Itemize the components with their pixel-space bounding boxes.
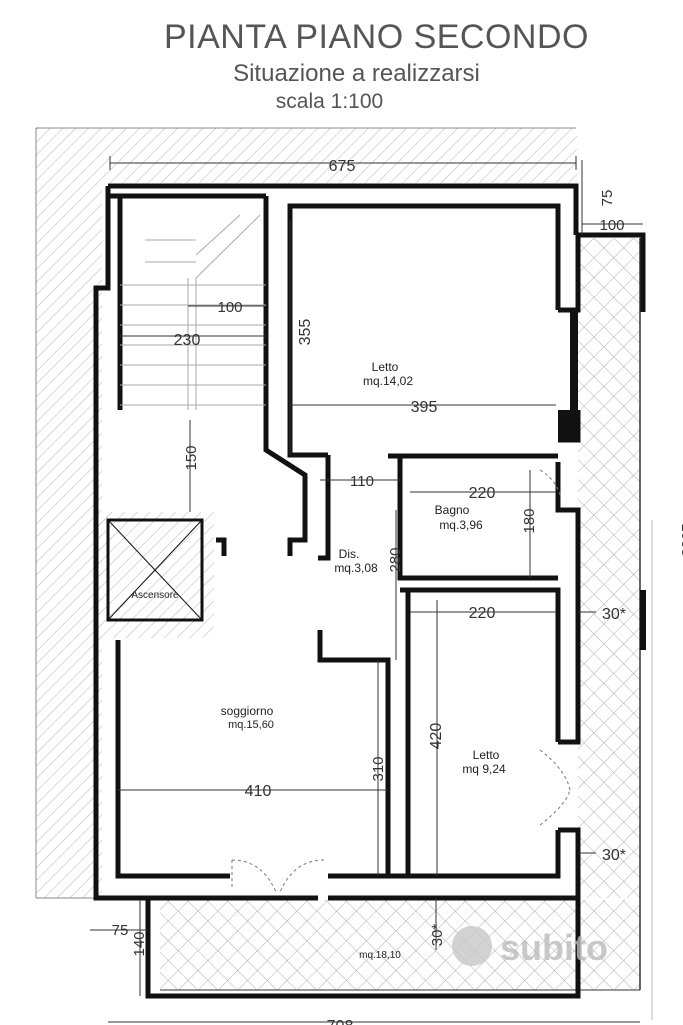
dim-bottom-708: 708 [327,1018,354,1025]
dim-100-top: 100 [599,217,624,234]
dim-soggiorno-310: 310 [370,756,387,781]
dim-letto-355: 355 [297,319,314,346]
dim-terrace-30: 30* [429,924,446,947]
staircase [120,214,266,410]
dim-dis-280: 280 [387,547,404,572]
plan-title: PIANTA PIANO SECONDO [163,18,589,56]
watermark: subito [452,926,608,968]
external-hatch [35,127,577,899]
room-soggiorno-area: mq.15,60 [228,719,274,731]
small-walls [558,310,646,650]
dim-75-top: 75 [599,190,616,207]
dim-letto2-420: 420 [428,723,445,750]
dim-right-edge: 1085 [678,523,683,556]
plan-scale: scala 1:100 [275,90,384,113]
dim-left-140: 140 [131,931,148,956]
dim-balcony-30-a: 30* [602,606,626,623]
room-bagno-area: mq.3,96 [439,518,483,532]
plan-subtitle: Situazione a realizzarsi [233,60,480,87]
dim-stair-230: 230 [174,332,201,349]
watermark-text: subito [500,927,608,968]
dim-bagno-180: 180 [521,508,538,533]
dimension-labels: 675 75 100 100 230 150 355 395 110 220 1… [112,158,683,1025]
dim-stair-150: 150 [183,445,200,470]
dim-balcony-30-b: 30* [602,847,626,864]
room-terrazzo-area: mq.18,10 [359,950,401,961]
room-bagno-name: Bagno [435,503,470,517]
elevator [106,518,204,622]
room-letto-2-name: Letto [473,748,500,762]
room-labels: Letto mq.14,02 Bagno mq.3,96 Dis. mq.3,0… [131,360,506,961]
room-soggiorno-name: soggiorno [221,704,274,718]
dimension-lines [90,156,653,1023]
dim-soggiorno-410: 410 [245,783,272,800]
dim-left-75: 75 [112,922,129,939]
dim-675: 675 [329,158,356,175]
room-letto-2-area: mq 9,24 [462,762,506,776]
dim-dis-110: 110 [350,473,374,490]
dim-letto2-220: 220 [469,605,496,622]
room-letto-1-area: mq.14,02 [363,374,413,388]
dim-bagno-220: 220 [469,485,496,502]
balcony-hatch [96,238,641,991]
doors [231,469,571,893]
room-ascensore-name: Ascensore [131,590,179,601]
room-dis-name: Dis. [339,547,360,561]
room-letto-1-name: Letto [372,360,399,374]
dim-stair-100: 100 [217,299,242,316]
walls [93,183,646,999]
dim-letto-395: 395 [411,399,438,416]
room-dis-area: mq.3,08 [334,561,378,575]
